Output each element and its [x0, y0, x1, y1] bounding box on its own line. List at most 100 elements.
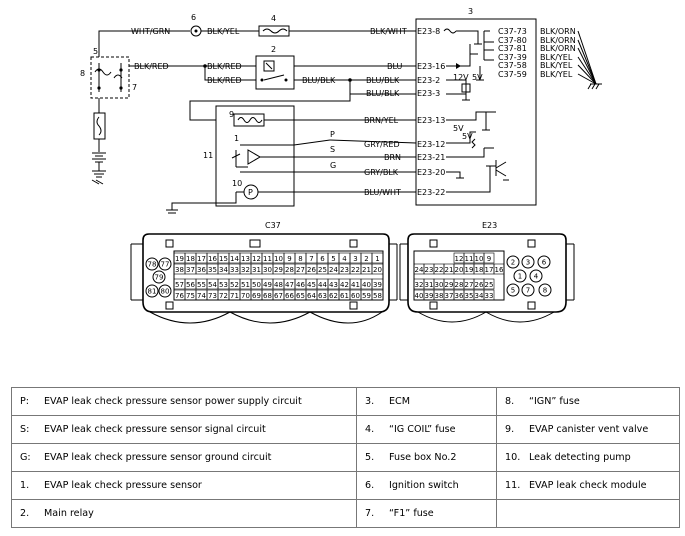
- c37-pin-number: 3: [353, 255, 357, 263]
- e23-pin-number: 19: [465, 266, 474, 274]
- legend-text: “IG COIL” fuse: [389, 424, 456, 435]
- pressure-sensor-amp: [247, 149, 261, 165]
- c37-pin-number: 51: [241, 281, 250, 289]
- legend-cell: 1.EVAP leak check pressure sensor: [11, 471, 357, 500]
- e23-pin-number: 32: [415, 281, 424, 289]
- ground-wire-3: BLK/ORN: [540, 44, 576, 53]
- c37-round-pin-number: 80: [161, 288, 170, 296]
- legend-key: 10.: [505, 452, 521, 463]
- legend-text: “F1” fuse: [389, 508, 434, 519]
- e23-pin-number: 27: [465, 281, 474, 289]
- c37-pin-number: 73: [208, 292, 217, 300]
- e23-round-pin: [513, 269, 527, 283]
- e23-pin-cell: [483, 278, 495, 290]
- legend-cell: [496, 499, 680, 528]
- wire-wht-grn: WHT/GRN: [131, 27, 170, 36]
- legend-table: P:EVAP leak check pressure sensor power …: [11, 387, 680, 528]
- c37-pin-number: 31: [252, 266, 261, 274]
- legend-cell: 3.ECM: [356, 387, 497, 416]
- connector-c37-name: C37: [265, 221, 281, 230]
- c37-pin-number: 54: [208, 281, 217, 289]
- c37-pin-number: 74: [197, 292, 206, 300]
- legend-key: G:: [20, 452, 31, 463]
- wire-blu-blk-b: BLU/BLK: [366, 76, 400, 85]
- ground-wire-6: BLK/YEL: [540, 70, 573, 79]
- ground-wire-1: BLK/ORN: [540, 27, 576, 36]
- legend-text: Main relay: [44, 508, 94, 519]
- c37-pin-number: 50: [252, 281, 261, 289]
- c37-pin-number: 75: [186, 292, 195, 300]
- legend-cell: 6.Ignition switch: [356, 471, 497, 500]
- legend-text: Leak detecting pump: [529, 452, 631, 463]
- e23-pin-number: 40: [415, 292, 424, 300]
- c37-pin-number: 8: [298, 255, 302, 263]
- c37-pin-number: 28: [285, 266, 294, 274]
- c37-pin-number: 47: [285, 281, 294, 289]
- label-2: 2: [271, 45, 276, 54]
- c37-pin-cell: [371, 263, 384, 275]
- legend-cell: 10. Leak detecting pump: [496, 443, 680, 472]
- term-e23-2: E23-2: [417, 76, 440, 85]
- c37-round-pin-number: 79: [155, 274, 164, 282]
- legend-text: EVAP canister vent valve: [529, 424, 649, 435]
- c37-pin-number: 21: [362, 266, 371, 274]
- e23-pin-number: 37: [445, 292, 454, 300]
- legend-key: 8.: [505, 396, 515, 407]
- c37-pin-number: 58: [373, 292, 382, 300]
- ground-wire-5: BLK/YEL: [540, 61, 573, 70]
- e23-pin-number: 35: [465, 292, 474, 300]
- e23-pin-cell: [483, 289, 495, 301]
- c37-pin-number: 38: [175, 266, 184, 274]
- c37-pin-number: 10: [274, 255, 283, 263]
- volt-5v-c: 5V: [462, 132, 473, 141]
- c37-pin-number: 17: [197, 255, 206, 263]
- legend-cell: S:EVAP leak check pressure sensor signal…: [11, 415, 357, 444]
- legend-text: EVAP leak check module: [529, 480, 647, 491]
- c37-pin-number: 25: [318, 266, 327, 274]
- wire-p: P: [330, 130, 335, 139]
- wire-blk-red-a: BLK/RED: [134, 62, 169, 71]
- e23-pin-number: 39: [425, 292, 434, 300]
- e23-pin-number: 25: [485, 281, 494, 289]
- c37-pin-number: 32: [241, 266, 250, 274]
- c37-pin-number: 66: [285, 292, 294, 300]
- term-c37-58: C37-58: [498, 61, 527, 70]
- c37-pin-number: 11: [263, 255, 272, 263]
- e23-pin-cell: [493, 263, 505, 275]
- e23-pin-number: 12: [455, 255, 464, 263]
- c37-pin-number: 49: [263, 281, 272, 289]
- legend-text: “IGN” fuse: [529, 396, 580, 407]
- legend-key: 6.: [365, 480, 375, 491]
- c37-pin-number: 37: [186, 266, 195, 274]
- e23-pin-number: 33: [485, 292, 494, 300]
- e23-round-pin-number: 1: [518, 273, 522, 281]
- connector-e23-name: E23: [482, 221, 497, 230]
- volt-12v: 12V: [453, 73, 469, 82]
- fuse-box-no2: [90, 56, 130, 99]
- label-8: 8: [80, 69, 85, 78]
- c37-pin-number: 27: [296, 266, 305, 274]
- e23-round-pin: [521, 283, 535, 297]
- legend-row: P:EVAP leak check pressure sensor power …: [11, 387, 680, 416]
- c37-pin-cell: [371, 289, 384, 301]
- legend-cell: 2.Main relay: [11, 499, 357, 528]
- c37-pin-number: 63: [318, 292, 327, 300]
- ground-wire-4: BLK/YEL: [540, 53, 573, 62]
- main-relay: [255, 55, 295, 90]
- c37-pin-number: 65: [296, 292, 305, 300]
- legend-text: EVAP leak check pressure sensor: [44, 480, 202, 491]
- term-e23-13: E23-13: [417, 116, 445, 125]
- c37-pin-number: 72: [219, 292, 228, 300]
- e23-pin-number: 9: [487, 255, 491, 263]
- wire-blu-blk-c: BLU/BLK: [366, 89, 400, 98]
- label-1: 1: [234, 134, 239, 143]
- e23-pin-number: 18: [475, 266, 484, 274]
- legend-cell: P:EVAP leak check pressure sensor power …: [11, 387, 357, 416]
- c37-pin-number: 52: [230, 281, 239, 289]
- legend-cell: 11.EVAP leak check module: [496, 471, 680, 500]
- c37-pin-number: 13: [241, 255, 250, 263]
- c37-pin-number: 71: [230, 292, 239, 300]
- legend-row: S:EVAP leak check pressure sensor signal…: [11, 415, 680, 444]
